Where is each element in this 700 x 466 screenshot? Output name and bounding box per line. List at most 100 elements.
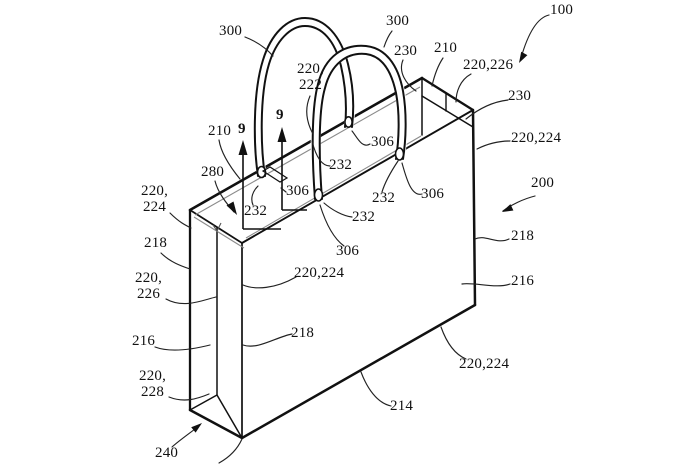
ref-label-100: 100: [550, 2, 574, 18]
left-gusset-hem-line: [193, 216, 245, 249]
ref-label-218-right: 218: [511, 228, 535, 244]
arrowhead-200: [502, 204, 514, 212]
leader-230-top: [400, 59, 417, 92]
ref-label-306-front-left: 306: [336, 243, 360, 259]
reference-arrowheads: [191, 51, 528, 433]
leader-214: [360, 371, 392, 407]
front-inner-hem-line: [245, 135, 422, 239]
leader-300-left: [244, 36, 274, 57]
ref-label-218-left: 218: [144, 235, 168, 251]
section-label-9-left: 9: [238, 121, 246, 137]
right-gusset-ridge: [420, 76, 475, 112]
leader-216-left: [154, 344, 211, 351]
arrowhead-100: [519, 51, 528, 63]
leader-220-228: [168, 393, 210, 401]
ref-label-300-right: 300: [386, 13, 410, 29]
leader-232-e: [323, 202, 353, 218]
ref-label-220-226-left: 220, 226: [135, 270, 163, 302]
ref-label-280: 280: [201, 164, 225, 180]
back-top-edge: [188, 76, 424, 212]
front-handle: [310, 44, 408, 202]
ref-label-220-224-mid: 220,224: [294, 265, 345, 281]
back-handle-casing: [253, 16, 355, 175]
leader-220-226-top: [455, 73, 472, 103]
section-arrow-right-head: [277, 127, 287, 142]
right-edge: [471, 108, 477, 307]
ref-label-306-front-right: 306: [421, 186, 445, 202]
ref-label-220-222: 220, 222: [297, 61, 325, 93]
leader-220-224-bottom: [440, 326, 467, 360]
handle-end-patch: [261, 166, 289, 183]
front-handle-left-tip: [313, 188, 324, 202]
ref-label-230-top: 230: [394, 43, 418, 59]
leader-232-c: [381, 160, 399, 193]
front-handle-inner: [318, 52, 400, 200]
leader-220-222: [306, 95, 314, 135]
gusset-crease-notch: [212, 222, 222, 233]
ref-label-232-a: 232: [244, 203, 268, 219]
arrowhead-240: [191, 423, 202, 433]
leader-306-back-right: [351, 130, 371, 146]
ref-label-220-224-bottom: 220,224: [459, 356, 510, 372]
leader-220-224-left: [169, 212, 192, 229]
leader-220-224-right: [476, 140, 511, 150]
back-handle: [253, 16, 355, 183]
ref-label-216-right: 216: [511, 273, 535, 289]
front-handle-right-tip: [394, 147, 405, 161]
leader-218-mid: [242, 333, 293, 347]
ref-label-232-b: 232: [329, 157, 353, 173]
leader-220-224-mid: [242, 276, 297, 289]
leader-216-right: [461, 283, 511, 287]
leader-220-226-left: [165, 296, 217, 305]
back-handle-inner: [260, 24, 347, 177]
leader-306-front-right: [401, 162, 423, 195]
leader-306-patch: [280, 187, 287, 193]
back-hem-line: [194, 86, 421, 216]
ref-label-210-right: 210: [434, 40, 458, 56]
leader-bottom-corner: [218, 438, 243, 464]
bottom-fold-triangle: [189, 394, 243, 439]
ref-label-306-back-right: 306: [371, 134, 395, 150]
leader-lines: [154, 14, 550, 464]
leader-210-right: [431, 57, 444, 87]
hem-lines: [193, 86, 422, 249]
ref-label-218-mid: 218: [291, 325, 315, 341]
leader-210-left: [218, 139, 241, 180]
front-handle-outer: [311, 44, 407, 200]
ref-label-220-226-top: 220,226: [463, 57, 514, 73]
ref-label-306-patch: 306: [286, 183, 310, 199]
left-gusset-top-edge: [189, 209, 243, 244]
ref-label-216-left: 216: [132, 333, 156, 349]
ref-label-232-e: 232: [352, 209, 376, 225]
ref-label-210-left: 210: [208, 123, 232, 139]
ref-label-230-right: 230: [508, 88, 532, 104]
ref-label-300-left: 300: [219, 23, 243, 39]
ref-label-240: 240: [155, 445, 179, 461]
ref-label-220-224-left: 220, 224: [141, 183, 169, 215]
section-arrow-left-head: [238, 140, 248, 155]
ref-label-232-c: 232: [372, 190, 396, 206]
leader-232-a: [251, 185, 259, 206]
section-line-9-9: [238, 127, 307, 230]
ref-label-200: 200: [531, 175, 555, 191]
leader-230-right: [465, 99, 509, 120]
right-gusset-inner-band: [421, 95, 474, 128]
ref-label-220-224-right: 220,224: [511, 130, 562, 146]
arrowhead-280: [226, 201, 237, 215]
section-arrow-left-shaft: [242, 153, 281, 230]
leader-218-right: [474, 237, 510, 242]
leader-218-left: [160, 252, 191, 270]
back-handle-outer: [253, 16, 355, 177]
bottom-silhouette: [188, 303, 477, 440]
back-handle-right-tip: [344, 116, 353, 129]
front-top-edge: [241, 109, 474, 244]
leader-306-front-left: [319, 204, 345, 247]
leader-100: [520, 14, 550, 59]
leader-232-b: [311, 140, 331, 167]
section-arrow-right-shaft: [281, 140, 307, 211]
bag-outline: [188, 76, 477, 440]
ref-label-214: 214: [390, 398, 414, 414]
leader-300-right: [383, 30, 393, 48]
